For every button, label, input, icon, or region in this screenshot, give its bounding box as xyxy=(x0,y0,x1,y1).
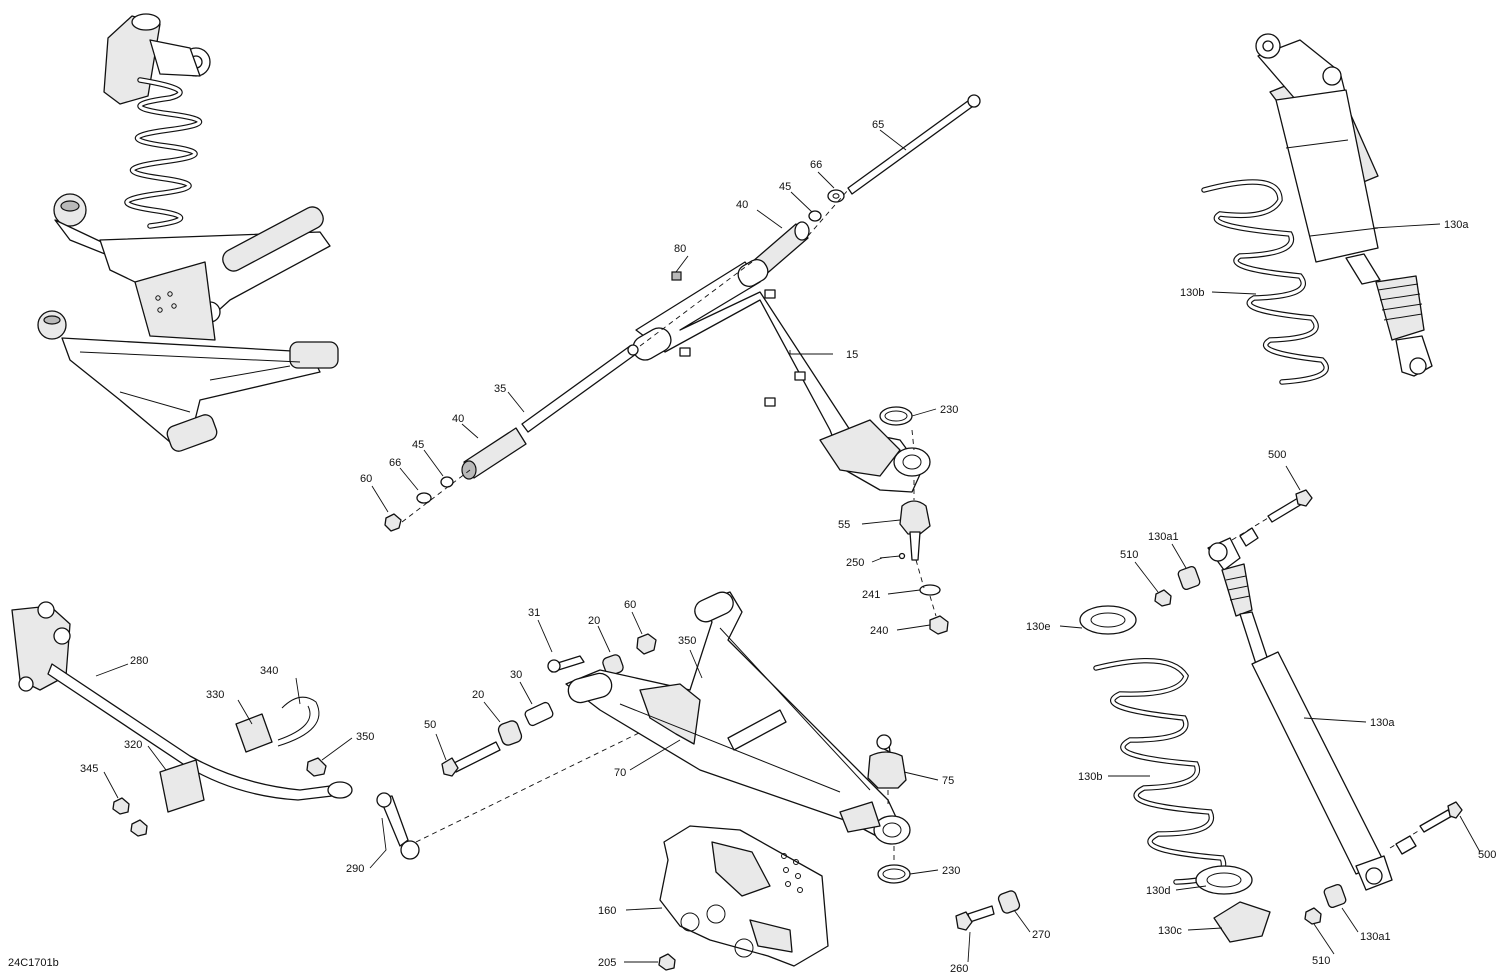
callout-20: 20 xyxy=(472,689,484,701)
callout-350: 350 xyxy=(356,731,374,743)
callout-30: 30 xyxy=(510,669,522,681)
rear-shock-exploded xyxy=(1079,489,1463,943)
diagram-code: 24C1701b xyxy=(8,957,59,969)
callout-55: 55 xyxy=(838,519,850,531)
callout-66: 66 xyxy=(810,159,822,171)
callout-31: 31 xyxy=(528,607,540,619)
callout-130a1: 130a1 xyxy=(1148,531,1179,543)
callout-205: 205 xyxy=(598,957,616,969)
callout-60: 60 xyxy=(624,599,636,611)
callout-labels: 65 66 45 40 80 15 35 40 45 66 60 230 55 … xyxy=(80,119,1496,975)
callout-35: 35 xyxy=(494,383,506,395)
callout-260: 260 xyxy=(950,963,968,975)
callout-270: 270 xyxy=(1032,929,1050,941)
callout-320: 320 xyxy=(124,739,142,751)
callout-350: 350 xyxy=(678,635,696,647)
callout-130d: 130d xyxy=(1146,885,1170,897)
callout-130a1: 130a1 xyxy=(1360,931,1391,943)
assembled-suspension-illustration xyxy=(37,13,339,452)
callout-160: 160 xyxy=(598,905,616,917)
callout-340: 340 xyxy=(260,665,278,677)
callout-250: 250 xyxy=(846,557,864,569)
callout-500: 500 xyxy=(1478,849,1496,861)
callout-330: 330 xyxy=(206,689,224,701)
callout-241: 241 xyxy=(862,589,880,601)
callout-75: 75 xyxy=(942,775,954,787)
callout-240: 240 xyxy=(870,625,888,637)
callout-345: 345 xyxy=(80,763,98,775)
callout-130a: 130a xyxy=(1444,219,1469,231)
callout-45: 45 xyxy=(412,439,424,451)
callout-65: 65 xyxy=(872,119,884,131)
callout-510: 510 xyxy=(1312,955,1330,967)
callout-40: 40 xyxy=(452,413,464,425)
callout-70: 70 xyxy=(614,767,626,779)
callout-130e: 130e xyxy=(1026,621,1050,633)
callout-230: 230 xyxy=(940,404,958,416)
callout-45: 45 xyxy=(779,181,791,193)
callout-510: 510 xyxy=(1120,549,1138,561)
callout-230: 230 xyxy=(942,865,960,877)
callout-20: 20 xyxy=(588,615,600,627)
rear-shock-top-illustration xyxy=(1201,33,1433,385)
callout-60: 60 xyxy=(360,473,372,485)
sway-bar-exploded xyxy=(11,601,687,860)
callout-50: 50 xyxy=(424,719,436,731)
lower-a-arm-exploded xyxy=(441,591,1021,971)
callout-500: 500 xyxy=(1268,449,1286,461)
callout-290: 290 xyxy=(346,863,364,875)
callout-130b: 130b xyxy=(1078,771,1102,783)
callout-80: 80 xyxy=(674,243,686,255)
callout-130b: 130b xyxy=(1180,287,1204,299)
callout-280: 280 xyxy=(130,655,148,667)
leader-lines xyxy=(95,129,1481,963)
upper-a-arm-exploded xyxy=(384,94,981,635)
callout-66: 66 xyxy=(389,457,401,469)
callout-130a: 130a xyxy=(1370,717,1395,729)
callout-130c: 130c xyxy=(1158,925,1182,937)
callout-40: 40 xyxy=(736,199,748,211)
callout-15: 15 xyxy=(846,349,858,361)
